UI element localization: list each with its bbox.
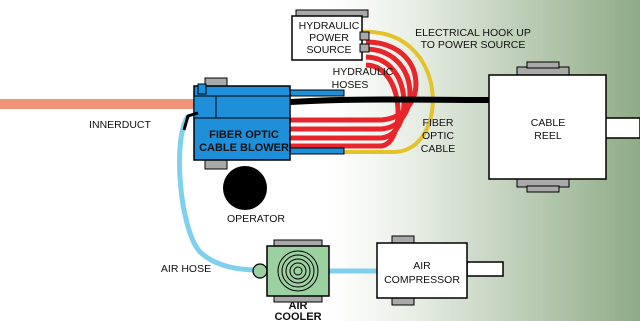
air-compressor-label-2: COMPRESSOR [384, 274, 460, 286]
air-compressor-label-1: AIR [413, 260, 431, 272]
cable-reel-label-1: CABLE [531, 117, 565, 129]
electrical-hook-up-label-2: TO POWER SOURCE [421, 39, 526, 51]
innerduct-connector [182, 111, 199, 131]
fiber-optic-cable-label-3: CABLE [421, 143, 455, 155]
electrical-hook-up-label-1: ELECTRICAL HOOK UP [415, 27, 531, 39]
hydraulic-power-source-label-3: SOURCE [307, 44, 352, 56]
air-compressor [376, 235, 504, 306]
operator [223, 166, 267, 210]
cable-reel-label-2: REEL [534, 130, 562, 142]
fiber-optic-cable-blower-label-1: FIBER OPTIC [209, 129, 279, 141]
fiber-optic-cable-label-2: OPTIC [422, 130, 455, 142]
hydraulic-hoses-label-2: HOSES [332, 79, 369, 91]
fiber-optic-cable [289, 96, 491, 105]
air-hose [177, 114, 259, 273]
hydraulic-power-source [291, 9, 370, 61]
operator-label: OPERATOR [227, 213, 285, 225]
innerduct [0, 99, 198, 109]
air-cooler-label-2: COOLER [274, 311, 321, 321]
air-hose-label: AIR HOSE [161, 263, 211, 275]
fiber-optic-cable-blower [193, 77, 345, 170]
hydraulic-power-source-label-1: HYDRAULIC [299, 20, 360, 32]
hydraulic-power-source-label-2: POWER [309, 32, 349, 44]
fiber-optic-cable-blower-label-2: CABLE BLOWER [199, 142, 289, 154]
innerduct-label: INNERDUCT [89, 119, 151, 131]
cable-reel [488, 61, 640, 193]
fiber-optic-cable-label-1: FIBER [423, 117, 454, 129]
air-cooler [252, 239, 330, 303]
electrical-cable [286, 29, 435, 154]
air-cooler-label-1: AIR [289, 300, 308, 312]
hydraulic-hoses-label-1: HYDRAULIC [333, 66, 394, 78]
